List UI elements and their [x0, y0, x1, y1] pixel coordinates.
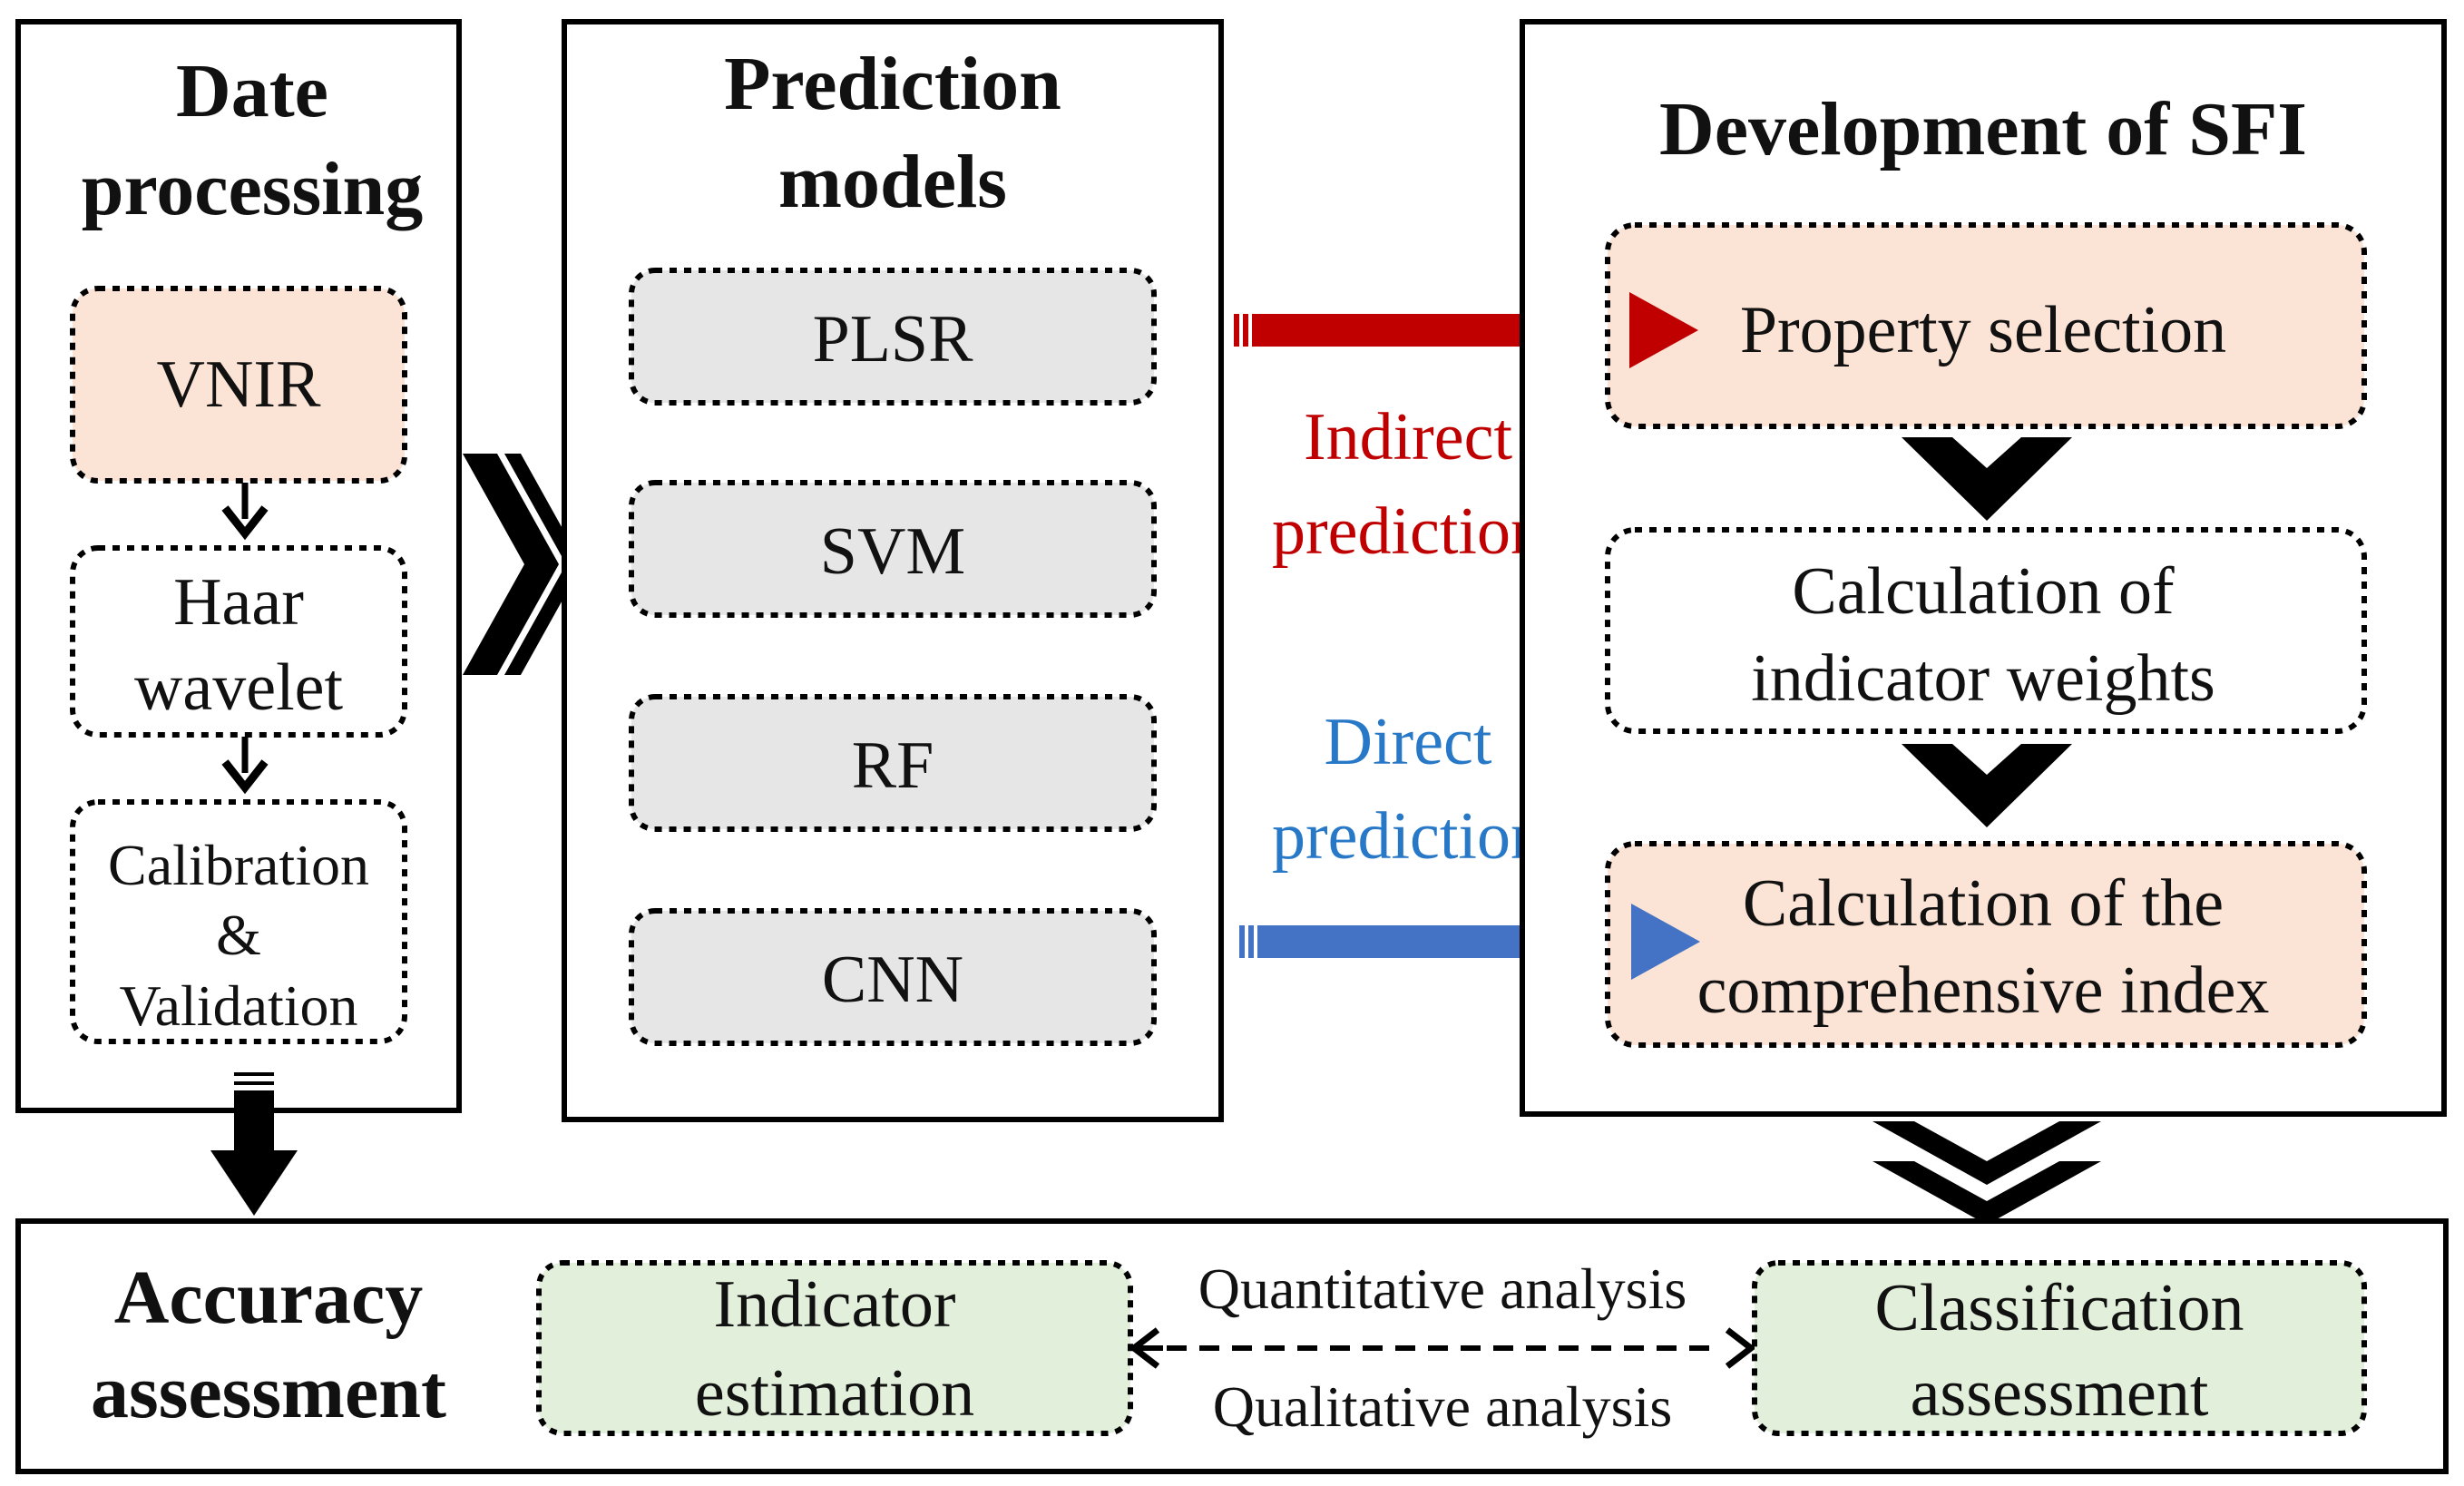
property-selection-box — [1605, 222, 2367, 429]
data-processing-title-line1: Date — [176, 49, 328, 133]
model-label-rf: RF — [852, 728, 934, 803]
arrow-to-accuracy-assessment — [210, 1072, 298, 1216]
indicator-weights-box — [1605, 527, 2367, 734]
arrow-vnir-to-haar — [221, 483, 269, 541]
prediction-models-title-line1: Prediction — [724, 42, 1061, 126]
comprehensive-index-label-line1: Calculation of the — [1743, 866, 2224, 941]
data-processing-title-line2: processing — [82, 147, 423, 231]
direct-arrow-head — [1631, 904, 1700, 980]
comprehensive-index-box — [1605, 841, 2367, 1048]
model-box-cnn — [629, 908, 1157, 1046]
indicator-estimation-label-line2: estimation — [695, 1356, 974, 1431]
model-box-rf — [629, 694, 1157, 832]
chevron-down-icon — [1902, 437, 2072, 521]
direct-prediction-label-line2: prediction — [1272, 799, 1544, 874]
accuracy-assessment-title-line2: assessment — [91, 1350, 446, 1434]
model-box-plsr — [629, 268, 1157, 406]
haar-wavelet-box — [70, 545, 407, 738]
model-label-plsr: PLSR — [813, 302, 974, 376]
calibration-label-line1: Calibration — [108, 833, 369, 897]
model-label-cnn: CNN — [822, 943, 963, 1017]
model-label-svm: SVM — [820, 514, 965, 589]
chevron-down-icon — [1902, 744, 2072, 827]
haar-label-line1: Haar — [173, 565, 304, 640]
prediction-models-title-line2: models — [778, 140, 1007, 224]
quantitative-analysis-label: Quantitative analysis — [1198, 1256, 1687, 1321]
classification-assessment-box — [1752, 1260, 2367, 1436]
indirect-arrow-head — [1629, 292, 1698, 368]
direct-prediction-label-line1: Direct — [1325, 705, 1492, 779]
indicator-weights-label-line1: Calculation of — [1792, 554, 2175, 629]
indicator-estimation-label-line1: Indicator — [713, 1267, 955, 1342]
property-selection-label: Property selection — [1740, 293, 2226, 367]
classification-assessment-label-line2: assessment — [1911, 1356, 2209, 1431]
comprehensive-index-label-line2: comprehensive index — [1697, 953, 2270, 1028]
accuracy-assessment-title-line1: Accuracy — [114, 1256, 424, 1340]
calibration-validation-box — [70, 799, 407, 1044]
development-sfi-title: Development of SFI — [1659, 87, 2307, 171]
classification-assessment-label-line1: Classification — [1875, 1271, 2244, 1345]
indicator-weights-label-line2: indicator weights — [1751, 641, 2215, 716]
double-chevron-down-icon — [1872, 1121, 2101, 1225]
indirect-prediction-label-line1: Indirect — [1304, 400, 1513, 474]
indirect-prediction-label-line2: prediction — [1272, 494, 1544, 569]
model-box-svm — [629, 480, 1157, 618]
vnir-box — [70, 286, 407, 484]
arrow-haar-to-calibration — [221, 737, 269, 795]
calibration-label-line3: Validation — [119, 973, 357, 1038]
qualitative-analysis-label: Qualitative analysis — [1213, 1374, 1673, 1439]
calibration-label-line2: & — [216, 903, 261, 967]
vnir-label: VNIR — [157, 347, 322, 422]
haar-label-line2: wavelet — [134, 650, 344, 725]
bidirectional-dashed-arrow — [1129, 1327, 1756, 1369]
